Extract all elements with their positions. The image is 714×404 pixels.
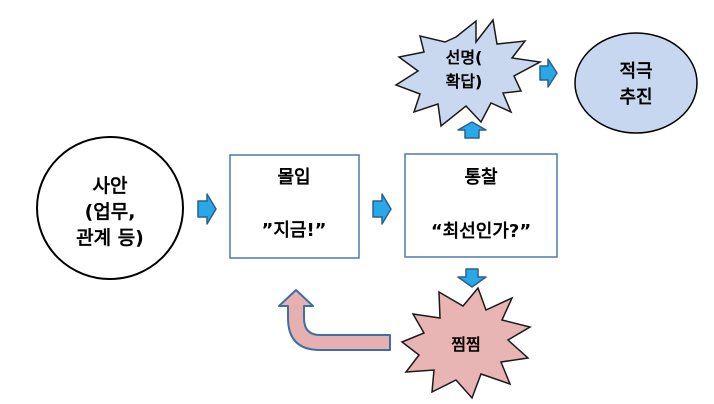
arrow-insight-to-hesitation (457, 268, 487, 288)
return-arrow-hesitation-to-immersion (278, 289, 391, 351)
hesitation-burst (400, 286, 532, 400)
insight-title: 통찰 (464, 167, 498, 188)
issue-line-3: 관계 등) (76, 227, 144, 249)
immersion-box (229, 154, 360, 259)
hesitation-label: 찜찜 (451, 335, 480, 354)
insight-node: 통찰 “최선인가?” (404, 153, 558, 258)
hesitation-node: 찜찜 (400, 286, 532, 400)
action-line-1: 적극 (619, 61, 652, 82)
arrow-immersion-to-insight (372, 193, 392, 225)
issue-circle (36, 136, 184, 280)
issue-line-2: (업무, (85, 201, 136, 223)
arrow-declaration-to-action (539, 58, 558, 88)
declaration-line-1: 선명( (446, 48, 483, 67)
action-line-2: 추진 (619, 87, 652, 108)
immersion-title: 몰입 (277, 166, 310, 188)
insight-box (404, 153, 558, 258)
declaration-node: 선명( 확답) (394, 18, 543, 128)
arrow-insight-to-declaration (457, 121, 487, 139)
insight-quote: “최선인가?” (431, 221, 531, 242)
issue-line-1: 사안 (93, 175, 128, 197)
declaration-line-2: 확답) (446, 72, 483, 91)
arrow-issue-to-immersion (197, 193, 217, 225)
issue-node: 사안 (업무, 관계 등) (36, 136, 184, 280)
declaration-burst (394, 18, 543, 128)
immersion-node: 몰입 ”지금!” (229, 154, 360, 259)
action-ellipse (574, 32, 698, 134)
action-node: 적극 추진 (574, 32, 698, 134)
immersion-quote: ”지금!” (262, 220, 327, 241)
